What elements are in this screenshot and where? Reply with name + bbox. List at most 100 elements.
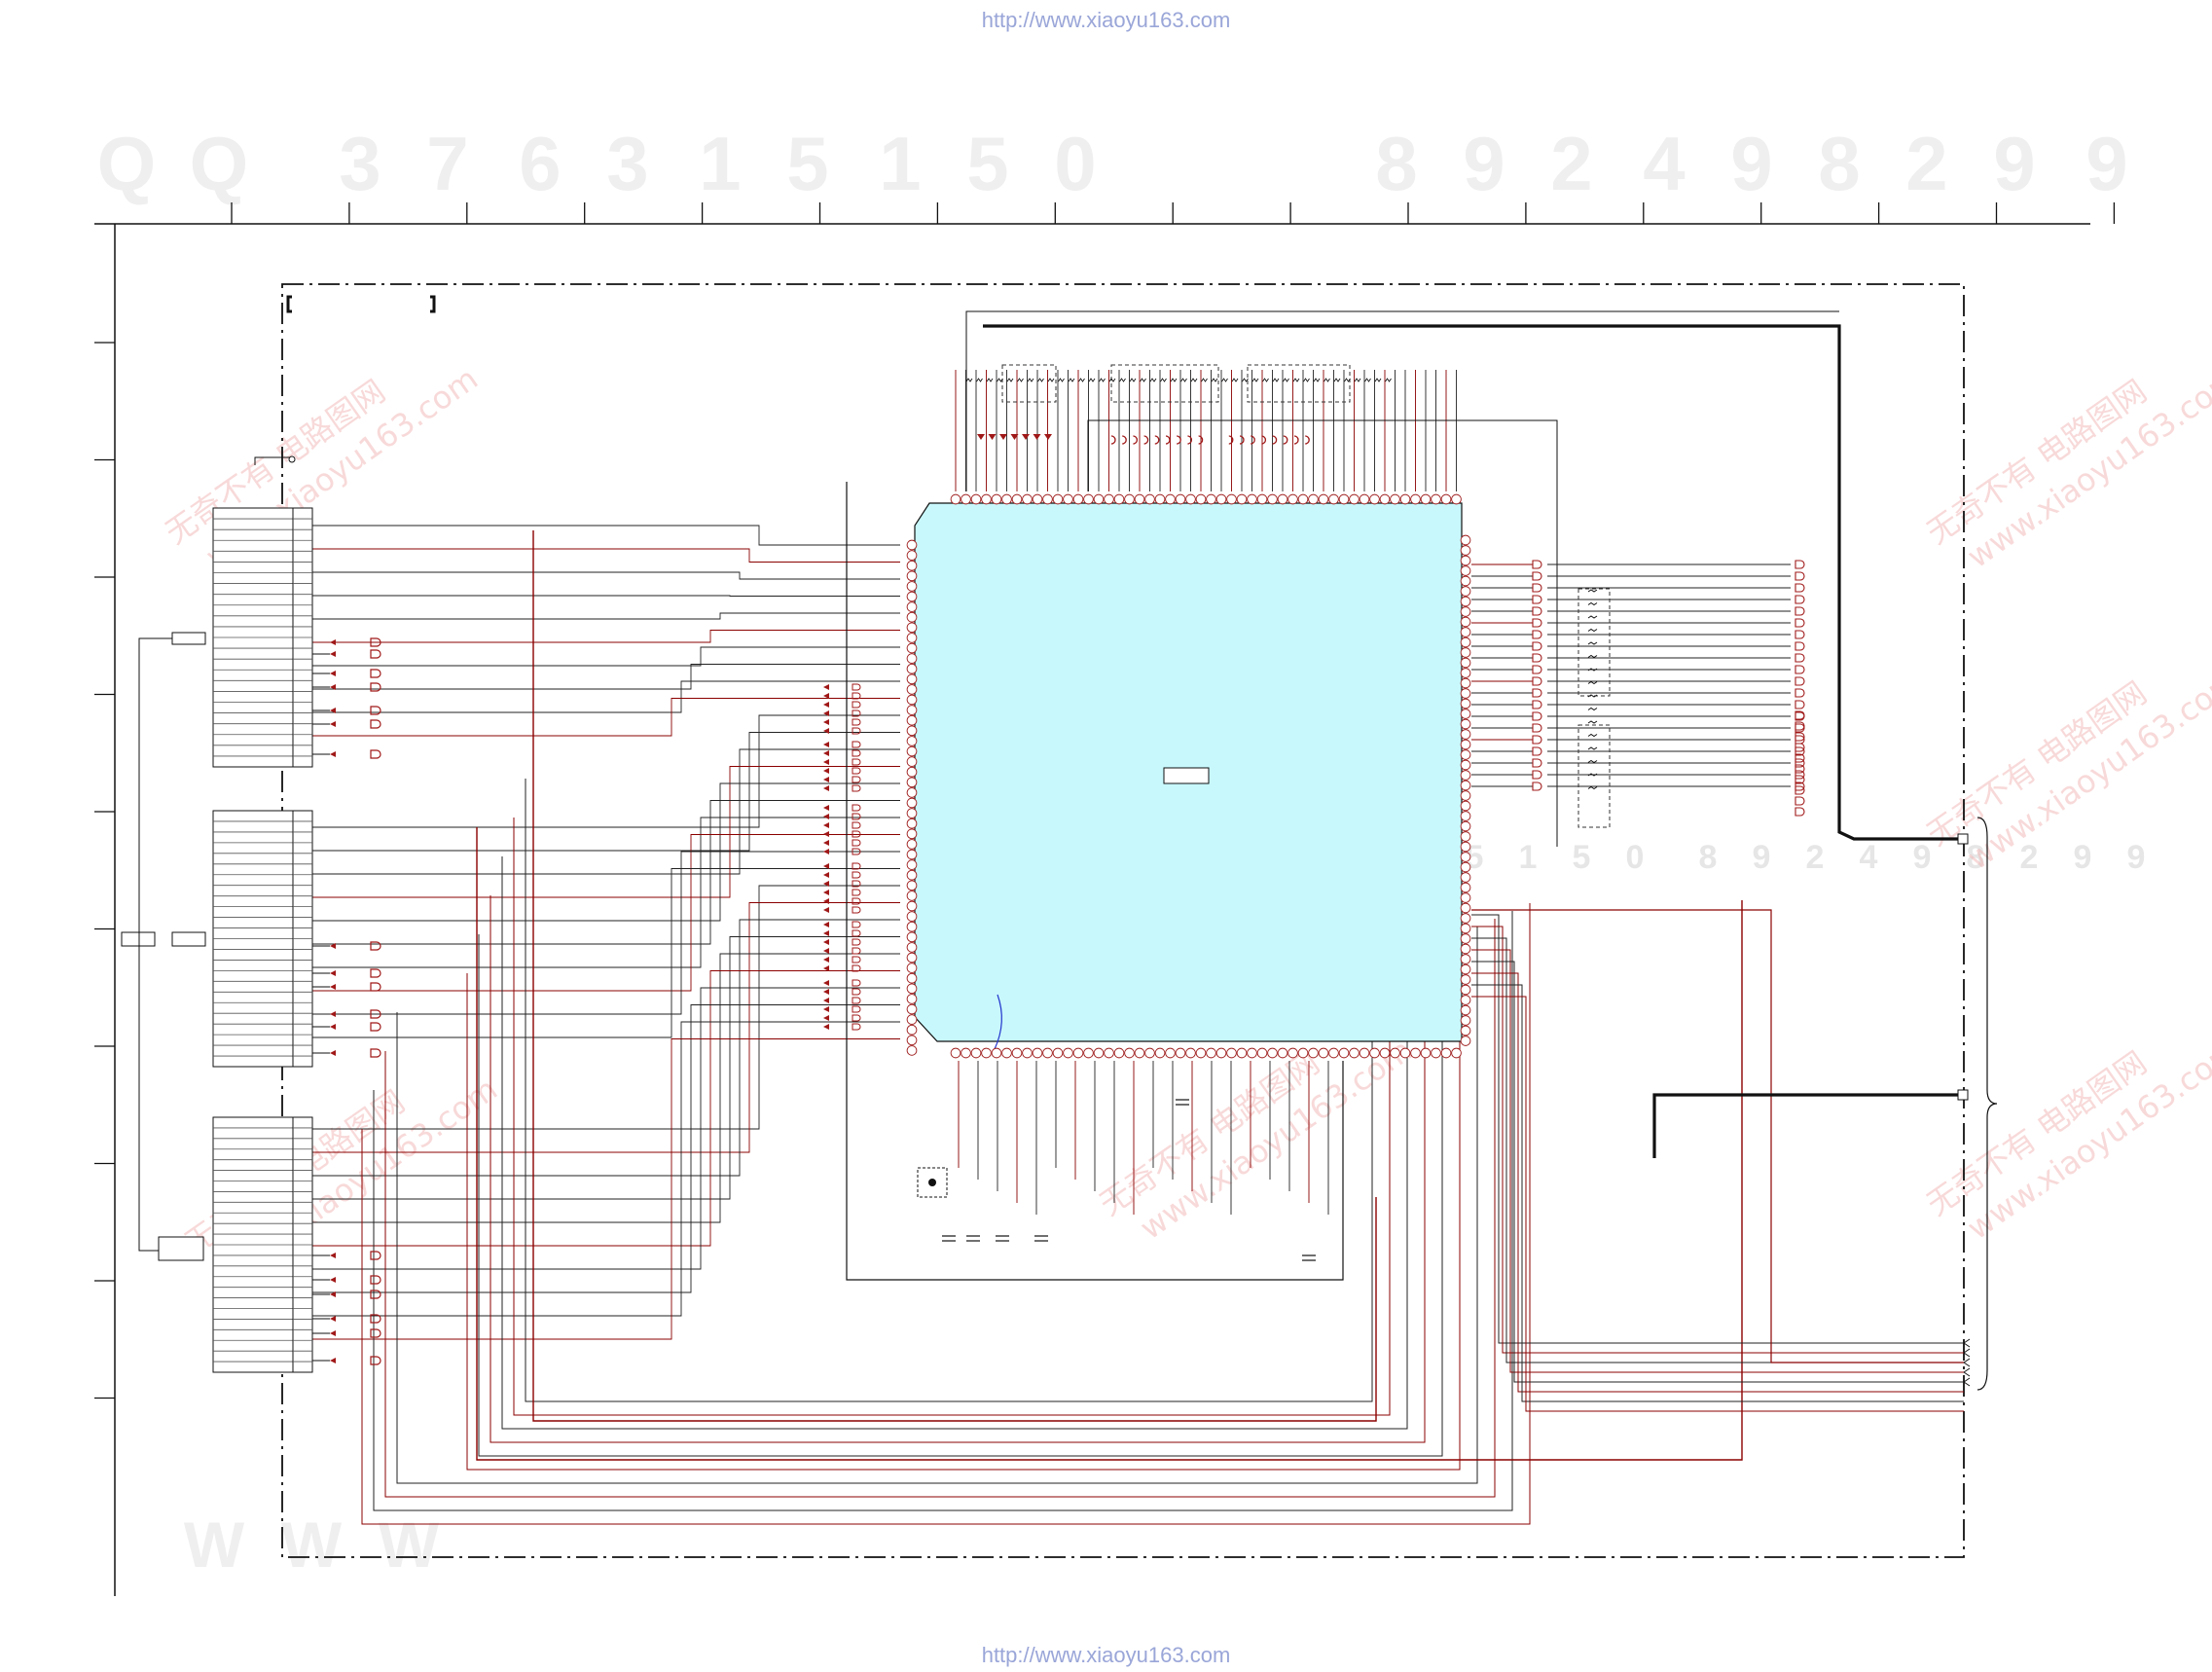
ic-pin-icon <box>1256 1047 1268 1059</box>
ic-pin-icon <box>1460 831 1471 842</box>
ic-pin-icon <box>1215 493 1227 505</box>
connector-icon <box>1957 1089 1969 1101</box>
top-bus <box>965 310 1839 491</box>
ic-pin-icon <box>1460 852 1471 862</box>
return-trace <box>373 911 1513 1511</box>
watermark-letter: W <box>379 1508 440 1581</box>
ferrite-bead-icon <box>370 1022 381 1032</box>
ic-pin-icon <box>906 972 918 984</box>
watermark-letter: W <box>184 1508 245 1581</box>
ferrite-bead-icon <box>823 898 829 904</box>
ic-pin-icon <box>1460 545 1471 556</box>
ic-pin-icon <box>906 994 918 1004</box>
ferrite-bead-icon <box>852 871 861 879</box>
ferrite-bead-icon <box>823 939 829 945</box>
right-bundle <box>1471 984 1964 1402</box>
ic-pin-icon <box>1083 493 1094 505</box>
watermark-digit: 9 <box>1753 839 1771 876</box>
bus-trace <box>312 766 900 898</box>
resistor-icon <box>1292 378 1300 382</box>
ic-pin-icon <box>1349 1047 1360 1059</box>
ferrite-bead-icon <box>1795 688 1805 698</box>
ferrite-bead-icon <box>1795 595 1805 604</box>
ic-label-box <box>1163 767 1210 784</box>
ferrite-bead-icon <box>852 727 861 735</box>
ic-pin-icon <box>906 705 918 715</box>
ic-pin-icon <box>1399 493 1411 505</box>
watermark-digit: 5 <box>1573 839 1591 876</box>
ic-pin-icon <box>906 633 918 643</box>
ferrite-bead-icon <box>823 750 829 756</box>
return-trace <box>396 927 1478 1484</box>
bus-trace <box>312 525 900 546</box>
ic-pin-icon <box>1460 647 1471 658</box>
resistor-icon <box>1262 378 1269 382</box>
ic-pin-icon <box>1052 1047 1064 1059</box>
right-bundle <box>1471 914 1964 1344</box>
ic-pin-icon <box>1460 820 1471 832</box>
ferrite-bead-icon <box>1795 606 1805 616</box>
watermark-digit: 4 <box>1860 839 1878 876</box>
ferrite-bead-icon <box>852 964 861 972</box>
return-trace <box>478 934 1443 1457</box>
ferrite-bead-icon <box>330 1358 336 1363</box>
resistor-icon <box>1006 378 1014 382</box>
resistor-icon <box>986 378 994 382</box>
watermark-digit: 2 <box>1806 839 1825 876</box>
ic-pin-icon <box>1195 1047 1207 1059</box>
ic-pin-icon <box>1460 759 1471 771</box>
ferrite-bead-icon <box>330 1253 336 1258</box>
resistor-icon <box>997 378 1003 382</box>
bus-trace <box>312 868 900 1038</box>
ferrite-bead-icon <box>1239 435 1245 445</box>
ferrite-bead-icon <box>1110 435 1116 445</box>
ferrite-bead-icon <box>852 718 861 726</box>
ic-pin-icon <box>1277 493 1288 505</box>
ic-pin-icon <box>1206 1047 1216 1059</box>
ferrite-bead-icon <box>823 980 829 986</box>
ic-pin-icon <box>1093 493 1105 505</box>
ferrite-bead-icon <box>1532 735 1542 745</box>
ferrite-bead-icon <box>1795 700 1805 709</box>
resistor-icon <box>1099 378 1106 382</box>
ground-bus <box>846 482 1344 1281</box>
ic-pin-icon <box>1460 606 1471 617</box>
bus-trace <box>312 571 900 580</box>
ferrite-bead-icon <box>370 1314 381 1324</box>
ic-pin-icon <box>1124 1047 1135 1059</box>
bus-trace <box>312 1021 900 1317</box>
ic-pin-icon <box>906 931 918 943</box>
ic-pin-icon <box>906 1035 918 1046</box>
ferrite-bead-icon <box>1177 435 1181 445</box>
bus-trace <box>312 800 900 945</box>
ic-pin-icon <box>906 570 918 582</box>
ic-pin-icon <box>1267 493 1278 505</box>
ferrite-bead-icon <box>1283 435 1288 445</box>
resistor-icon <box>1251 378 1259 382</box>
ferrite-bead-icon <box>330 1050 336 1056</box>
ic-pin-icon <box>1460 963 1471 975</box>
ic-pin-icon <box>1369 493 1380 505</box>
ic-pin-icon <box>906 622 918 634</box>
ic-pin-icon <box>1267 1047 1278 1059</box>
resistor-icon <box>1587 733 1598 738</box>
ic-pin-icon <box>906 560 918 571</box>
ic-pin-icon <box>1318 493 1329 505</box>
bus-trace <box>312 612 900 620</box>
ic-pin-icon <box>1460 636 1471 648</box>
ic-pin-icon <box>1308 493 1319 505</box>
top-bus-2 <box>1087 419 1558 847</box>
ic-pin-icon <box>1144 1047 1155 1059</box>
ic-pin-icon <box>1460 749 1471 760</box>
return-trace <box>361 903 1531 1525</box>
ferrite-bead-icon <box>852 956 861 963</box>
resistor-icon <box>1283 378 1289 382</box>
bus-trace <box>312 936 900 1200</box>
ferrite-bead-icon <box>370 669 381 678</box>
ferrite-bead-icon <box>823 759 829 765</box>
ferrite-bead-icon <box>823 849 829 854</box>
ferrite-bead-icon <box>330 671 336 676</box>
watermark-digit: 9 <box>1463 121 1505 206</box>
ic-pin-icon <box>1206 493 1216 505</box>
ic-pin-icon <box>1144 493 1155 505</box>
